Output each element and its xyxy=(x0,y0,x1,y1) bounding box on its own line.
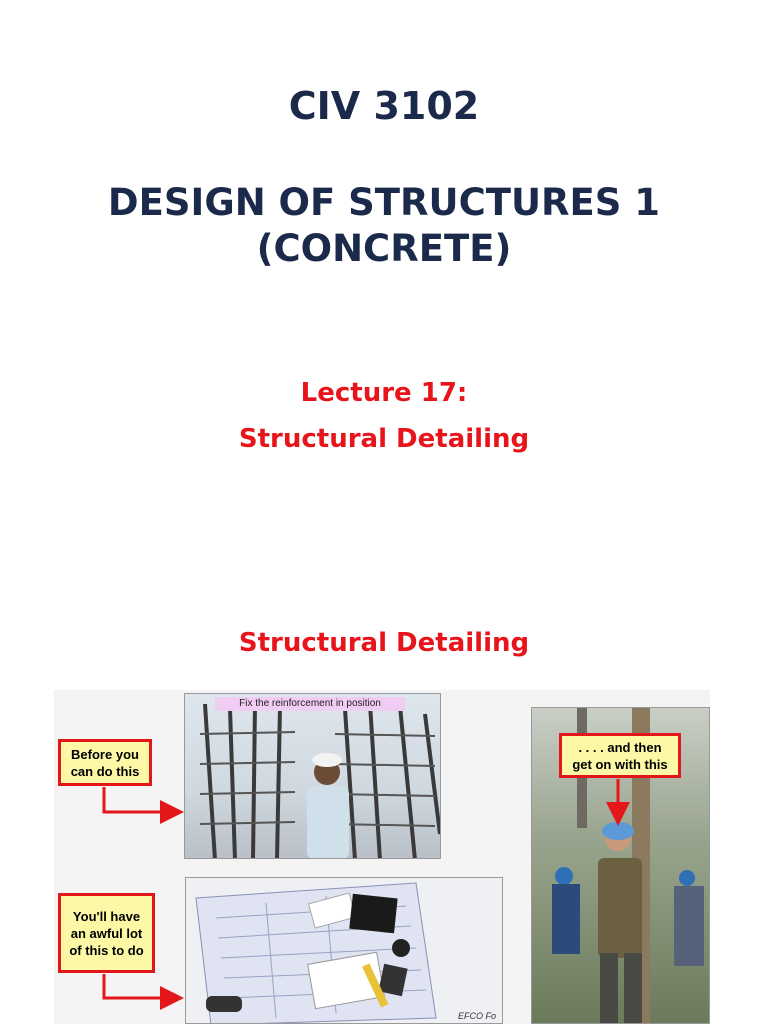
drawings-photo: EFCO Fo xyxy=(185,877,503,1024)
callout-before-you-can: Before you can do this xyxy=(58,739,152,786)
lecture-number: Lecture 17: xyxy=(300,378,468,408)
course-code: CIV 3102 xyxy=(288,84,480,128)
lecture-topic: Structural Detailing xyxy=(238,424,530,454)
arrow-lines xyxy=(102,779,630,1010)
photo-caption: Fix the reinforcement in position xyxy=(215,697,405,711)
callout-and-then: . . . . and then get on with this xyxy=(559,733,681,778)
rebar-cage-photo: Fix the reinforcement in position xyxy=(184,693,441,859)
section-heading: Structural Detailing xyxy=(238,628,530,658)
callout-awful-lot: You'll have an awful lot of this to do xyxy=(58,893,155,973)
course-title-line1: DESIGN OF STRUCTURES 1 xyxy=(107,181,661,224)
arrow-to-drawings-photo xyxy=(102,974,184,1010)
arrow-to-rebar-photo xyxy=(102,787,184,824)
drawings-illustration xyxy=(195,882,437,1023)
course-title-line2: (CONCRETE) xyxy=(256,227,512,270)
course-title: DESIGN OF STRUCTURES 1 (CONCRETE) xyxy=(0,180,768,272)
photo-corner-text: EFCO Fo xyxy=(457,1011,496,1021)
rebar-cage-illustration xyxy=(199,703,440,858)
